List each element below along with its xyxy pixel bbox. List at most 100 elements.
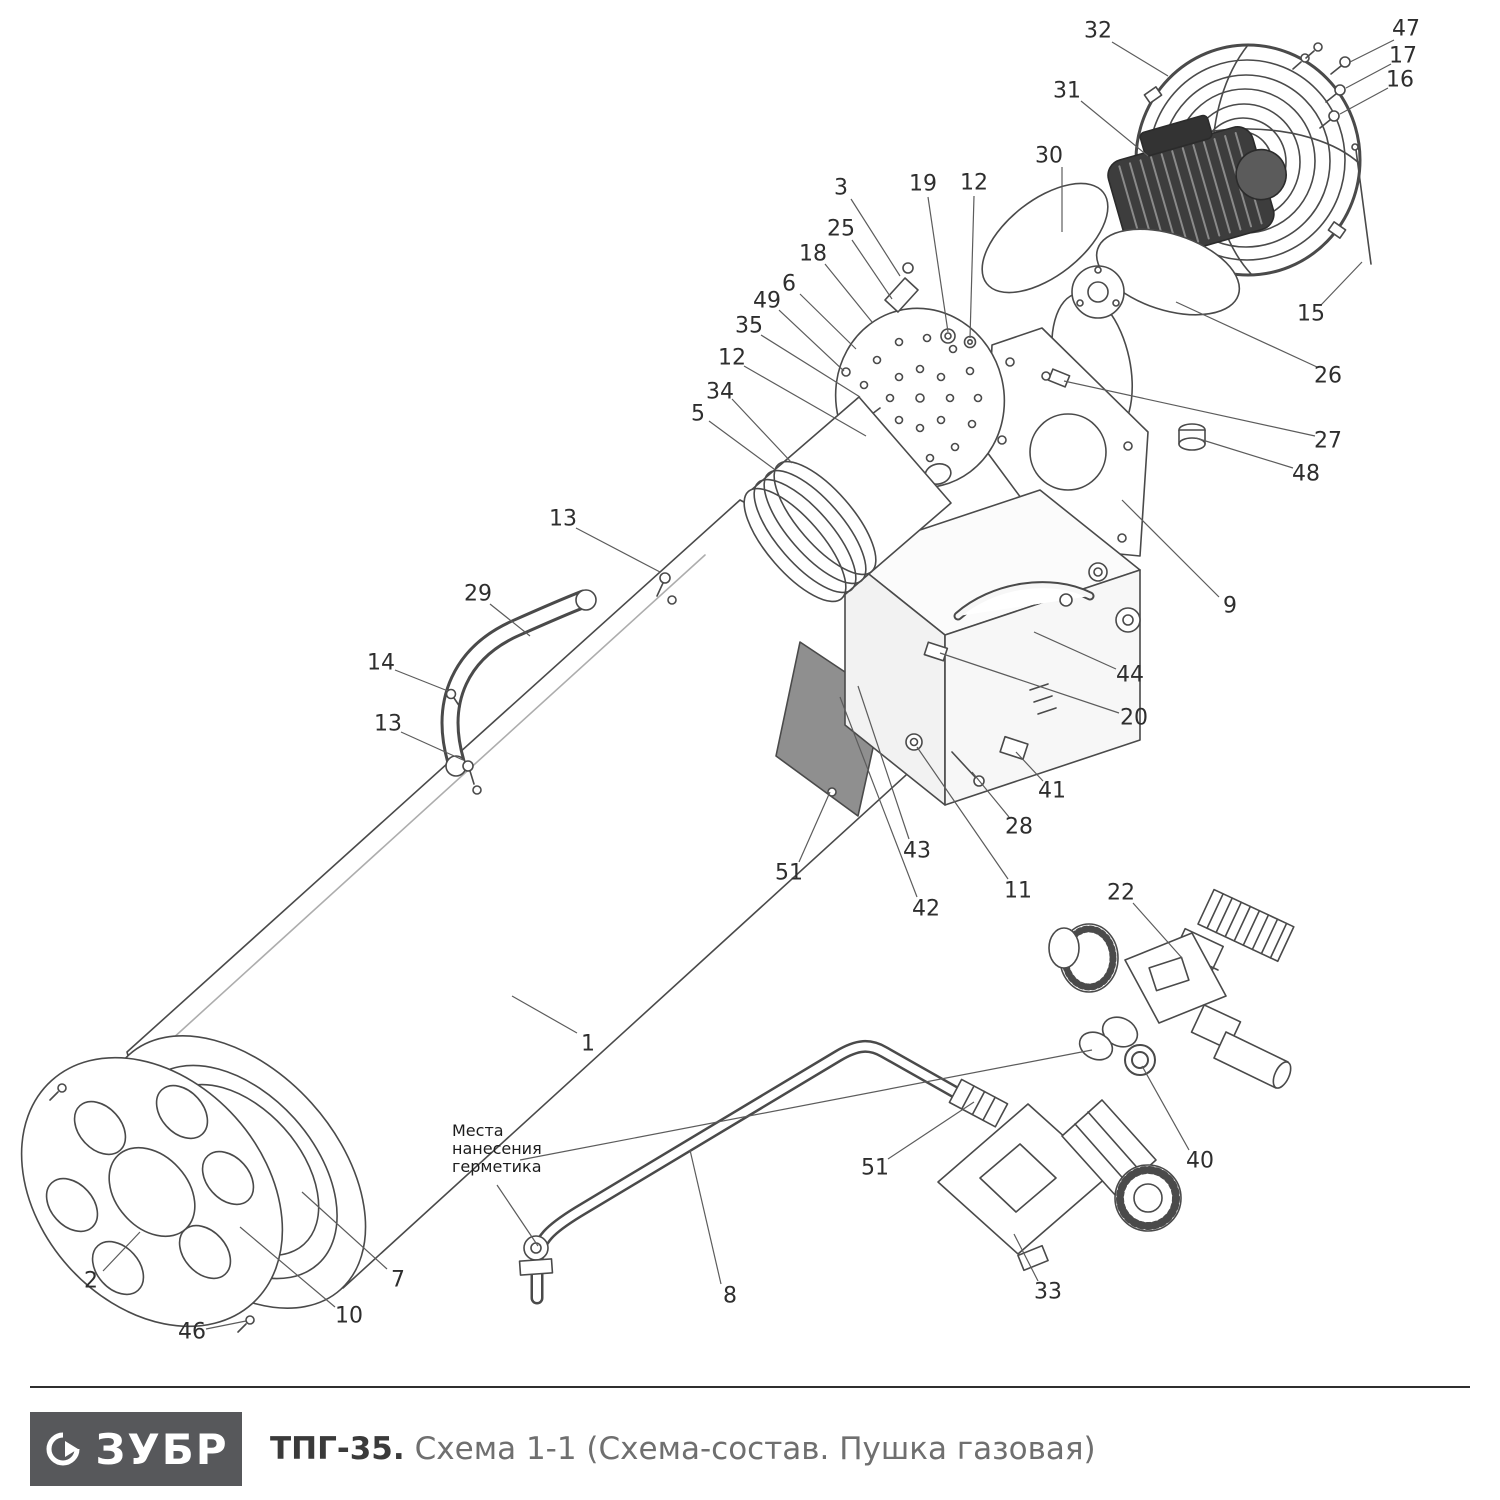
front-grille <box>20 1056 284 1333</box>
schema-title: ТПГ-35.Схема 1-1 (Схема-состав. Пушка га… <box>270 1431 1096 1467</box>
callout-27: 27 <box>1314 429 1342 454</box>
leader-line <box>857 685 910 840</box>
leader-line <box>575 527 661 573</box>
callout-43: 43 <box>903 839 931 864</box>
callout-16: 16 <box>1386 68 1414 93</box>
callout-31: 31 <box>1053 79 1081 104</box>
leader-line <box>799 293 857 350</box>
gas-valve-assembly <box>1048 888 1295 1089</box>
callout-9: 9 <box>1223 594 1237 619</box>
leader-line <box>839 696 918 898</box>
leader-line <box>205 1320 247 1330</box>
leader-line <box>1175 301 1318 368</box>
callout-19: 19 <box>909 172 937 197</box>
callout-48: 48 <box>1292 462 1320 487</box>
leader-line <box>824 263 873 323</box>
callout-42: 42 <box>912 897 940 922</box>
leader-line <box>760 334 861 398</box>
callout-20: 20 <box>1120 706 1148 731</box>
callout-22: 22 <box>1107 881 1135 906</box>
callout-51: 51 <box>775 861 803 886</box>
fan-motor <box>1107 114 1287 264</box>
leader-line <box>1033 631 1117 670</box>
leader-line <box>887 1101 975 1160</box>
callout-3: 3 <box>834 176 848 201</box>
model-number: ТПГ-35. <box>270 1431 405 1467</box>
callout-49: 49 <box>753 289 781 314</box>
callout-2: 2 <box>84 1269 98 1294</box>
callout-13: 13 <box>549 507 577 532</box>
leader-line <box>489 603 531 637</box>
callout-13: 13 <box>374 712 402 737</box>
callout-15: 15 <box>1297 302 1325 327</box>
callout-51: 51 <box>861 1156 889 1181</box>
leader-line <box>1080 100 1149 157</box>
leader-line <box>102 1231 141 1272</box>
callout-33: 33 <box>1034 1280 1062 1305</box>
leader-line <box>496 1184 539 1247</box>
control-box <box>844 489 1141 806</box>
leader-line <box>778 309 845 372</box>
leader-line <box>394 669 449 692</box>
leader-line <box>301 1191 388 1270</box>
schema-subtitle: Схема 1-1 (Схема-состав. Пушка газовая) <box>414 1431 1096 1467</box>
callout-29: 29 <box>464 582 492 607</box>
leader-line <box>731 398 793 464</box>
callout-40: 40 <box>1186 1149 1214 1174</box>
leader-line <box>1141 1065 1190 1151</box>
leader-line <box>851 239 893 300</box>
callout-10: 10 <box>335 1304 363 1329</box>
leader-line <box>1015 751 1044 782</box>
fastener-set-top-right <box>1292 42 1372 265</box>
callout-12: 12 <box>718 346 746 371</box>
callout-5: 5 <box>691 402 705 427</box>
leader-line <box>1063 380 1316 437</box>
leader-line <box>239 1226 336 1308</box>
callout-41: 41 <box>1038 779 1066 804</box>
leader-line <box>1111 41 1169 77</box>
callout-12: 12 <box>960 171 988 196</box>
brand-logo: ЗУБР <box>30 1412 242 1486</box>
leader-line <box>1121 499 1220 598</box>
leader-line <box>519 1049 1093 1161</box>
callout-32: 32 <box>1084 19 1112 44</box>
callout-34: 34 <box>706 380 734 405</box>
leader-line <box>969 195 975 339</box>
callout-14: 14 <box>367 651 395 676</box>
callout-1: 1 <box>581 1032 595 1057</box>
leader-line <box>971 771 1010 818</box>
leader-line <box>1320 261 1363 306</box>
leader-line <box>916 746 1009 880</box>
leader-line <box>798 791 831 863</box>
callout-30: 30 <box>1035 144 1063 169</box>
flame-tube <box>743 396 952 603</box>
carry-handle <box>440 572 677 795</box>
callout-8: 8 <box>723 1284 737 1309</box>
leader-line <box>927 196 949 333</box>
leader-line <box>1339 87 1389 115</box>
callout-17: 17 <box>1389 44 1417 69</box>
leader-line <box>689 1149 722 1285</box>
leader-line <box>708 420 775 470</box>
callout-18: 18 <box>799 242 827 267</box>
callout-7: 7 <box>391 1268 405 1293</box>
solenoid-valve <box>937 1099 1182 1272</box>
callout-6: 6 <box>782 272 796 297</box>
footer: ЗУБР ТПГ-35.Схема 1-1 (Схема-состав. Пуш… <box>30 1386 1470 1486</box>
leader-line <box>1345 63 1392 89</box>
brand-name: ЗУБР <box>95 1424 229 1474</box>
leader-line <box>511 995 578 1034</box>
brand-arrow-icon <box>47 1432 80 1466</box>
leader-line <box>1013 1233 1039 1282</box>
leader-line <box>1132 902 1183 959</box>
callout-28: 28 <box>1005 815 1033 840</box>
leader-line <box>400 731 464 761</box>
callout-47: 47 <box>1392 17 1420 42</box>
gas-pipe <box>518 1040 1009 1305</box>
callout-44: 44 <box>1116 663 1144 688</box>
leader-line <box>850 198 901 277</box>
